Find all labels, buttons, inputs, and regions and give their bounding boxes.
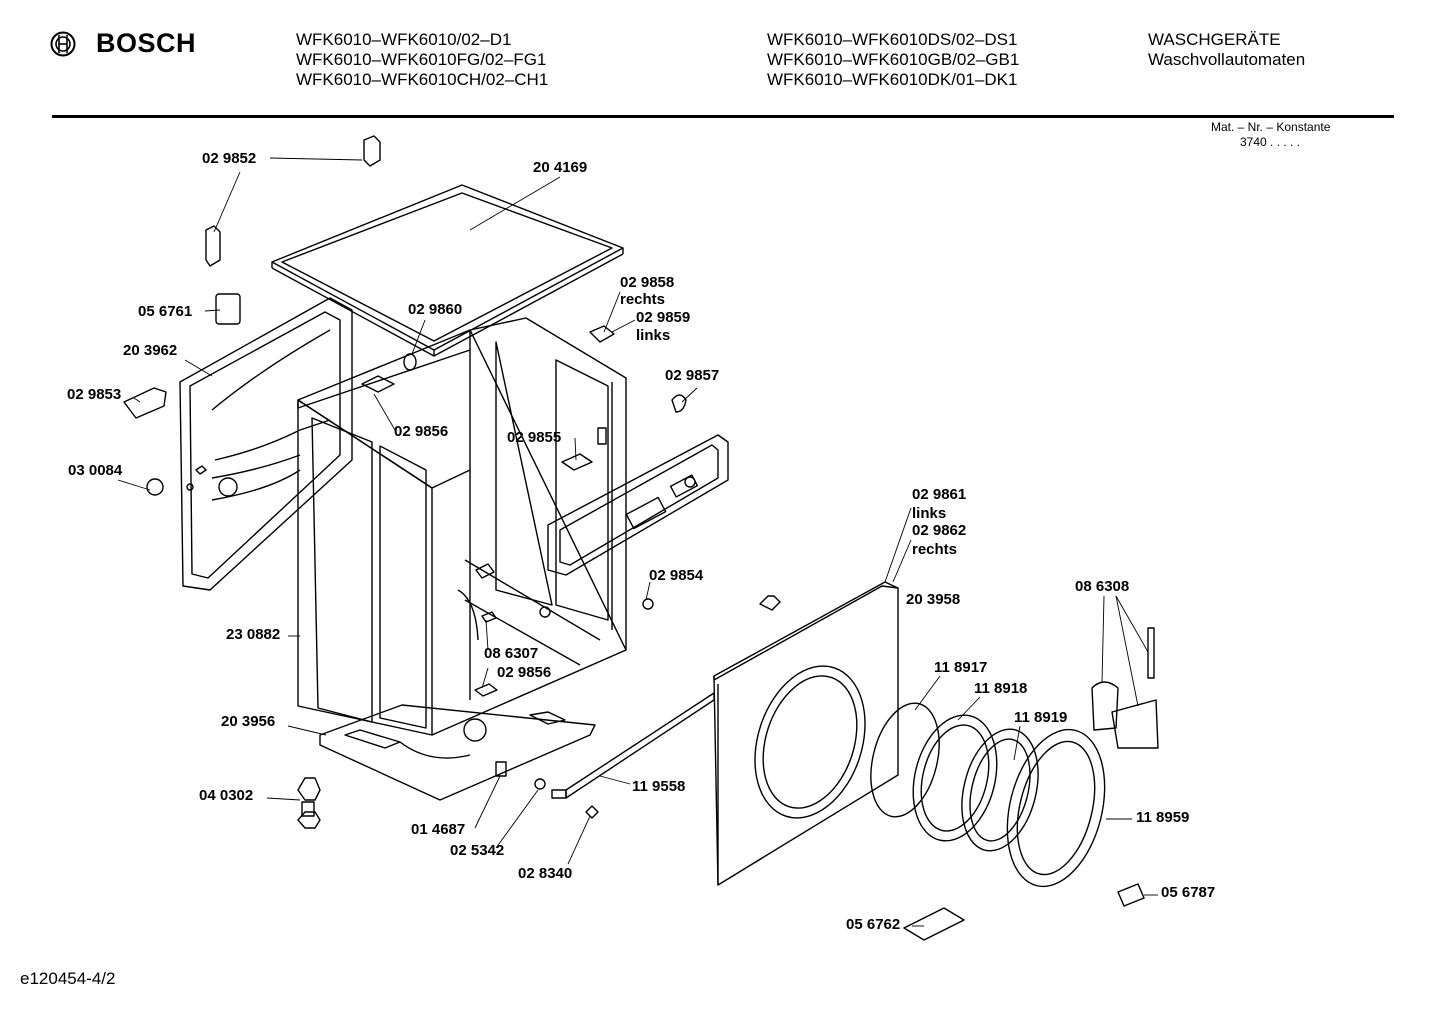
cabinet-body-part — [297, 317, 627, 742]
part-label: 20 3962 — [123, 342, 178, 359]
part-label: 02 9856 — [497, 664, 552, 681]
control-panel-part — [547, 434, 729, 576]
part-label: 04 0302 — [199, 787, 254, 804]
part-label: 05 6787 — [1161, 884, 1216, 901]
top-lid-part — [271, 184, 624, 357]
door-seal-part — [870, 702, 940, 818]
model-line: WFK6010–WFK6010/02–D1 — [296, 30, 512, 49]
part-label: 02 9858 — [620, 274, 675, 291]
model-line: WFK6010–WFK6010DS/02–DS1 — [767, 30, 1018, 49]
part-label: 02 9856 — [394, 423, 449, 440]
door-rings-part — [912, 714, 1106, 888]
part-label: 02 9857 — [665, 367, 720, 384]
part-label: 11 8919 — [1014, 709, 1068, 726]
part-label: 08 6307 — [484, 645, 539, 662]
model-line: WFK6010–WFK6010DK/01–DK1 — [767, 70, 1018, 89]
header-rule — [52, 115, 1394, 118]
part-label: 20 3958 — [906, 591, 961, 608]
part-label: 02 5342 — [450, 842, 505, 859]
bosch-logo-icon — [50, 31, 76, 56]
part-side-label: links — [912, 505, 947, 522]
part-label: 02 9859 — [636, 309, 691, 326]
model-list-1: WFK6010–WFK6010/02–D1 WFK6010–WFK6010FG/… — [296, 30, 548, 90]
model-line: WFK6010–WFK6010CH/02–CH1 — [296, 70, 549, 89]
part-label: 05 6761 — [138, 303, 193, 320]
model-list-2: WFK6010–WFK6010DS/02–DS1 WFK6010–WFK6010… — [767, 30, 1019, 90]
part-label: 02 9853 — [67, 386, 122, 403]
part-label: 11 8959 — [1136, 809, 1190, 826]
bottom-rail-part — [551, 692, 715, 799]
rear-panel-part — [179, 297, 353, 591]
part-label: 01 4687 — [411, 821, 466, 838]
part-label: 20 4169 — [533, 159, 588, 176]
constant-label: Mat. – Nr. – Konstante — [1211, 120, 1331, 134]
leader-lines — [117, 157, 1158, 927]
category-line: WASCHGERÄTE — [1148, 30, 1281, 49]
part-label: 02 9862 — [912, 522, 967, 539]
part-label: 11 9558 — [632, 778, 686, 795]
part-label: 11 8917 — [934, 659, 988, 676]
part-side-label: rechts — [620, 291, 666, 308]
part-label: 02 8340 — [518, 865, 573, 882]
model-line: WFK6010–WFK6010FG/02–FG1 — [296, 50, 547, 69]
constant-value: 3740 . . . . . — [1240, 135, 1301, 149]
model-line: WFK6010–WFK6010GB/02–GB1 — [767, 50, 1020, 69]
part-side-label: rechts — [912, 541, 958, 558]
hinge-parts — [1091, 627, 1159, 749]
part-side-label: links — [636, 327, 671, 344]
part-label: 02 9860 — [408, 301, 463, 318]
part-label: 08 6308 — [1075, 578, 1130, 595]
part-label: 05 6762 — [846, 916, 901, 933]
base-plate-part — [319, 704, 596, 801]
part-label: 02 9854 — [649, 567, 704, 584]
part-label: 02 9852 — [202, 150, 257, 167]
small-hardware-parts — [123, 135, 1145, 941]
drawing-code: e120454-4/2 — [20, 969, 116, 988]
front-panel-part — [713, 581, 899, 886]
part-label: 11 8918 — [974, 680, 1028, 697]
brand-block: BOSCH — [50, 28, 196, 59]
category-block: WASCHGERÄTE Waschvollautomaten — [1148, 30, 1305, 70]
part-label: 23 0882 — [226, 626, 281, 643]
part-label: 20 3956 — [221, 713, 276, 730]
brand-name: BOSCH — [96, 28, 197, 58]
part-label: 02 9855 — [507, 429, 562, 446]
category-line: Waschvollautomaten — [1148, 50, 1306, 69]
part-label: 03 0084 — [68, 462, 123, 479]
part-label: 02 9861 — [912, 486, 967, 503]
